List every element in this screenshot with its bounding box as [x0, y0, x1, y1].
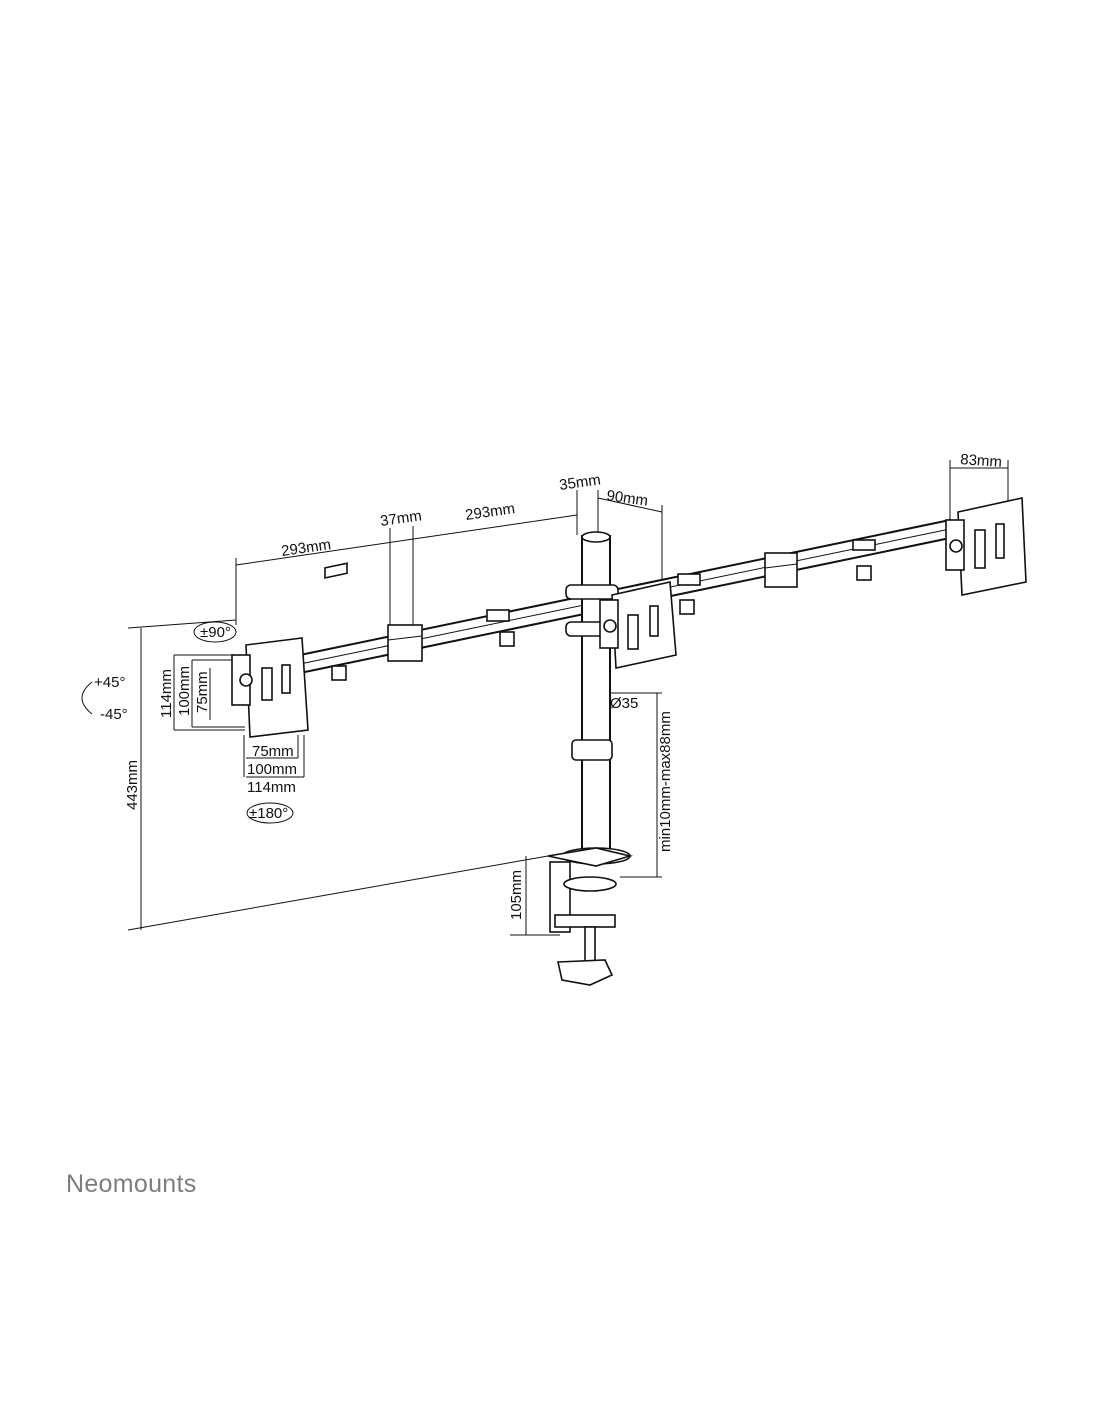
rotation-tilt-plus: +45° — [94, 674, 125, 691]
rotation-markers — [81, 621, 294, 824]
dim-clamp-width: 37mm — [379, 507, 423, 530]
dim-arm-right: 293mm — [464, 500, 516, 524]
dim-clamp-height: 105mm — [508, 870, 525, 920]
dim-plate-depth: 83mm — [960, 451, 1003, 471]
dim-pole-top: 35mm — [558, 471, 602, 494]
vesa-plate-center — [599, 581, 677, 669]
rotation-rotate: ±180° — [249, 805, 288, 822]
dim-vesa-w-114: 114mm — [247, 779, 296, 796]
desk-clamp — [547, 847, 634, 986]
dim-vesa-w-75: 75mm — [252, 743, 294, 760]
dim-vesa-w-100: 100mm — [247, 761, 297, 778]
dimension-labels: 293mm 37mm 293mm 35mm 90mm 83mm Ø35 min1… — [94, 451, 1002, 920]
dim-vesa-h-100: 100mm — [176, 666, 193, 716]
dim-pole-diameter: Ø35 — [610, 695, 638, 712]
vesa-plate-left — [231, 637, 309, 738]
rotation-tilt-minus: -45° — [100, 706, 128, 723]
rotation-swivel: ±90° — [200, 624, 231, 641]
dim-desk-thickness: min10mm-max88mm — [657, 711, 674, 852]
vesa-plate-right — [945, 497, 1027, 596]
brand-logo: Neomounts — [66, 1170, 197, 1198]
arm-joints — [387, 552, 798, 662]
pole — [565, 531, 619, 857]
dim-total-height: 443mm — [124, 760, 141, 810]
dim-arm-left: 293mm — [280, 536, 332, 560]
dimension-guides — [127, 460, 1009, 936]
dim-vesa-h-114: 114mm — [158, 669, 175, 718]
dim-vesa-h-75: 75mm — [194, 671, 211, 713]
dim-plate-offset: 90mm — [605, 487, 649, 510]
cable-clips — [324, 539, 876, 681]
